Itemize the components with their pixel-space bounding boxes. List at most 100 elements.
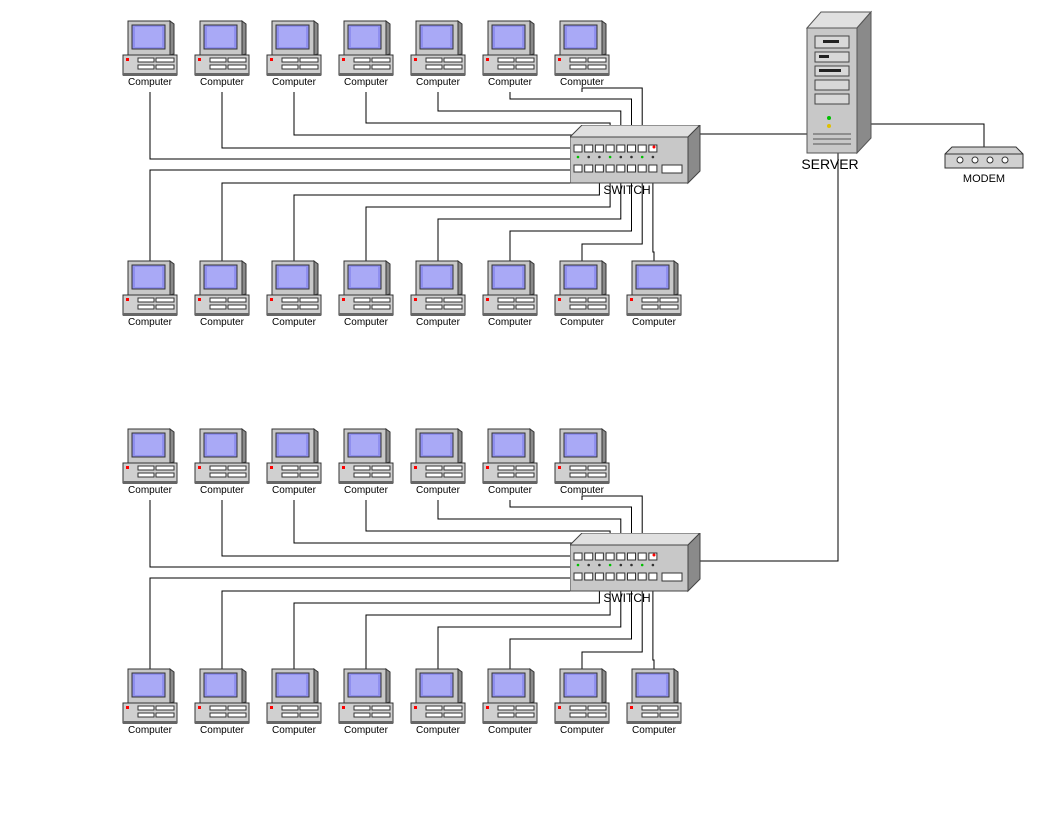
computer-icon (554, 668, 610, 724)
computer-node: Computer (552, 20, 612, 92)
wire (221, 500, 590, 560)
wire (221, 172, 590, 264)
computer-icon (338, 20, 394, 76)
computer-node: Computer (192, 428, 252, 500)
computer-icon (194, 260, 250, 316)
wire (581, 580, 643, 672)
switch-icon (570, 533, 701, 593)
computer-label: Computer (272, 485, 316, 496)
computer-label: Computer (632, 317, 676, 328)
computer-label: Computer (128, 485, 172, 496)
computer-label: Computer (128, 317, 172, 328)
wire (293, 92, 600, 152)
server-label: SERVER (801, 156, 859, 172)
computer-icon (626, 668, 682, 724)
computer-node: Computer (120, 428, 180, 500)
computer-icon (266, 428, 322, 484)
wire (293, 580, 600, 672)
computer-label: Computer (200, 77, 244, 88)
computer-label: Computer (344, 485, 388, 496)
wire-server-modem (852, 123, 985, 155)
computer-node: Computer (120, 668, 180, 740)
computer-label: Computer (560, 725, 604, 736)
computer-label: Computer (560, 485, 604, 496)
computer-icon (410, 260, 466, 316)
computer-label: Computer (344, 77, 388, 88)
computer-label: Computer (128, 725, 172, 736)
wire (509, 172, 632, 264)
computer-node: Computer (552, 668, 612, 740)
computer-label: Computer (632, 725, 676, 736)
computer-node: Computer (480, 260, 540, 332)
computer-icon (482, 20, 538, 76)
wire (293, 500, 600, 560)
computer-icon (338, 668, 394, 724)
computer-label: Computer (344, 725, 388, 736)
modem-node: MODEM (944, 146, 1024, 191)
computer-icon (194, 668, 250, 724)
wire (581, 172, 643, 264)
computer-icon (482, 260, 538, 316)
computer-label: Computer (272, 725, 316, 736)
computer-node: Computer (408, 20, 468, 92)
switch-node: SWITCH (570, 533, 710, 613)
computer-node: Computer (552, 428, 612, 500)
computer-node: Computer (336, 260, 396, 332)
computer-node: Computer (120, 20, 180, 92)
wire (652, 172, 655, 264)
computer-icon (554, 20, 610, 76)
computer-label: Computer (416, 317, 460, 328)
wire (365, 172, 611, 264)
wire (149, 92, 579, 160)
wire (437, 580, 622, 672)
computer-label: Computer (488, 317, 532, 328)
computer-icon (554, 428, 610, 484)
computer-node: Computer (264, 20, 324, 92)
computer-icon (338, 428, 394, 484)
computer-label: Computer (488, 485, 532, 496)
computer-icon (554, 260, 610, 316)
computer-node: Computer (480, 20, 540, 92)
computer-node: Computer (408, 428, 468, 500)
computer-node: Computer (624, 668, 684, 740)
computer-node: Computer (192, 668, 252, 740)
computer-label: Computer (560, 77, 604, 88)
wire (437, 172, 622, 264)
computer-node: Computer (408, 668, 468, 740)
computer-node: Computer (192, 20, 252, 92)
computer-label: Computer (200, 317, 244, 328)
computer-node: Computer (480, 428, 540, 500)
switch-label: SWITCH (603, 591, 651, 605)
computer-label: Computer (488, 725, 532, 736)
wire (652, 580, 655, 672)
computer-node: Computer (264, 668, 324, 740)
computer-icon (266, 20, 322, 76)
computer-node: Computer (624, 260, 684, 332)
computer-icon (122, 20, 178, 76)
computer-node: Computer (192, 260, 252, 332)
wire (221, 92, 590, 152)
computer-label: Computer (416, 77, 460, 88)
computer-label: Computer (200, 485, 244, 496)
computer-node: Computer (120, 260, 180, 332)
wire (365, 580, 611, 672)
computer-node: Computer (264, 428, 324, 500)
computer-label: Computer (272, 317, 316, 328)
wire (581, 495, 643, 560)
computer-icon (266, 668, 322, 724)
wire (509, 580, 632, 672)
computer-label: Computer (200, 725, 244, 736)
computer-node: Computer (336, 428, 396, 500)
computer-icon (194, 20, 250, 76)
computer-icon (338, 260, 394, 316)
computer-icon (122, 428, 178, 484)
computer-icon (410, 668, 466, 724)
wire (149, 500, 579, 568)
server-node: SERVER (801, 10, 875, 180)
computer-icon (266, 260, 322, 316)
computer-node: Computer (408, 260, 468, 332)
modem-label: MODEM (962, 173, 1006, 185)
switch-node: SWITCH (570, 125, 710, 205)
computer-label: Computer (416, 725, 460, 736)
